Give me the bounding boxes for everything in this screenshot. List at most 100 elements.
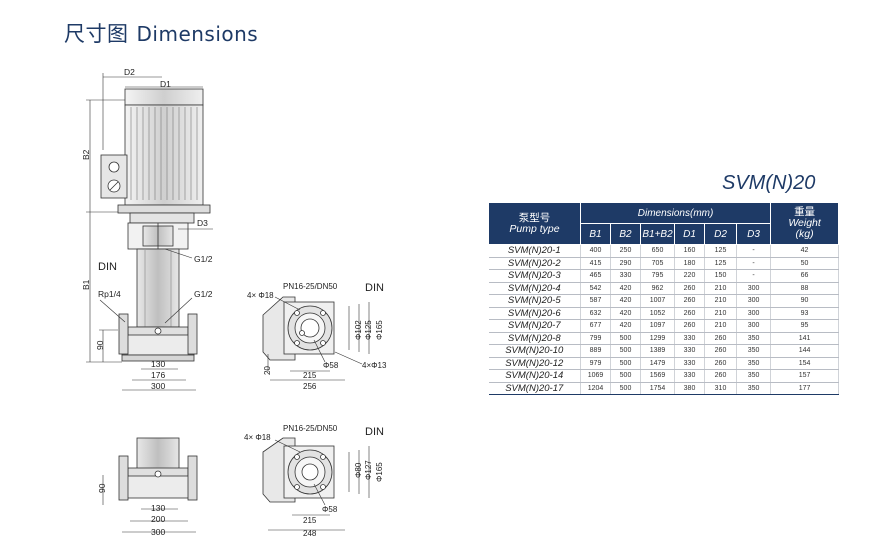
cell-b1-b2: 1007	[640, 294, 675, 308]
cell-model: SVM(N)20-14	[488, 369, 581, 383]
cell-weight: 88	[770, 282, 840, 295]
cell-b1-b2: 1754	[640, 382, 675, 395]
label-phi58-b: Φ58	[322, 505, 338, 514]
cell-b1: 587	[580, 294, 611, 308]
cell-d1: 160	[674, 244, 705, 258]
cell-b1: 1069	[580, 369, 611, 383]
label-dim-215-a: 215	[303, 371, 317, 380]
cell-b2: 420	[610, 294, 641, 308]
header-d3: D3	[735, 223, 772, 245]
cell-b1: 677	[580, 319, 611, 333]
cell-b1-b2: 705	[640, 257, 675, 270]
label-dim-130-b: 130	[151, 503, 165, 513]
label-d3: D3	[197, 218, 208, 228]
cell-d3: 350	[736, 332, 772, 345]
label-phi125: Φ125	[364, 320, 373, 340]
label-d1: D1	[160, 79, 171, 89]
cell-d1: 220	[674, 269, 705, 283]
header-pump-type-en: Pump type	[509, 222, 560, 235]
cell-d3: 350	[736, 382, 772, 395]
header-d1: D1	[674, 223, 705, 245]
label-dim-300-a: 300	[151, 381, 165, 391]
dimension-drawings: D2 D1 B2 B1 D3 G1/2 G1/2 DIN Rp1/4 90 13…	[81, 67, 387, 538]
cell-d1: 380	[674, 382, 705, 395]
header-pump-type-cn: 泵型号	[518, 211, 551, 224]
top-view-a-dim-lines	[267, 296, 370, 381]
cell-model: SVM(N)20-1	[488, 244, 581, 258]
cell-model: SVM(N)20-6	[488, 307, 581, 320]
cell-b2: 500	[610, 357, 641, 370]
pump-top-view-b	[262, 437, 335, 503]
cell-b1: 400	[580, 244, 611, 258]
label-dim-200: 200	[151, 514, 165, 524]
cell-b1: 542	[580, 282, 611, 295]
cell-weight: 93	[770, 307, 840, 320]
label-b1: B1	[81, 279, 91, 290]
cell-b2: 330	[610, 269, 641, 283]
cell-b1-b2: 1052	[640, 307, 675, 320]
label-flange-a: 4× Φ18	[247, 291, 274, 300]
cell-d2: 260	[704, 369, 737, 383]
cell-d1: 260	[674, 294, 705, 308]
header-dimensions: Dimensions(mm)	[579, 202, 772, 224]
cell-d3: -	[736, 257, 772, 270]
label-dim-300-b: 300	[151, 527, 165, 537]
label-phi80: Φ80	[354, 462, 363, 478]
label-dim-130-a: 130	[151, 359, 165, 369]
pump-top-view-a	[262, 296, 335, 361]
cell-b2: 420	[610, 319, 641, 333]
cell-d3: 300	[736, 319, 772, 333]
cell-d2: 260	[704, 332, 737, 345]
header-b1-b2: B1+B2	[640, 223, 675, 245]
cell-d3: 300	[736, 307, 772, 320]
cell-d3: 350	[736, 369, 772, 383]
cell-b1: 799	[580, 332, 611, 345]
label-g12-bottom: G1/2	[194, 289, 213, 299]
cell-model: SVM(N)20-10	[488, 344, 581, 358]
label-dim-90-b: 90	[97, 483, 107, 493]
label-flange-b: 4× Φ18	[244, 433, 271, 442]
header-weight: 重量 Weight (kg)	[770, 202, 840, 245]
pump-side-view-b	[118, 437, 198, 501]
cell-b2: 290	[610, 257, 641, 270]
cell-d2: 210	[704, 282, 737, 295]
label-phi165-b: Φ165	[375, 462, 384, 482]
cell-b2: 420	[610, 307, 641, 320]
header-weight-unit: (kg)	[795, 228, 814, 240]
cell-d1: 330	[674, 357, 705, 370]
label-pn-b: PN16-25/DN50	[283, 424, 338, 433]
label-rp14: Rp1/4	[98, 289, 121, 299]
label-dim-176: 176	[151, 370, 165, 380]
cell-d1: 330	[674, 344, 705, 358]
header-weight-cn: 重量	[794, 206, 816, 218]
cell-d2: 210	[704, 294, 737, 308]
cell-b1-b2: 962	[640, 282, 675, 295]
cell-b1: 415	[580, 257, 611, 270]
label-din-b: DIN	[365, 426, 384, 438]
cell-b2: 250	[610, 244, 641, 258]
cell-d2: 210	[704, 319, 737, 333]
cell-d2: 125	[704, 244, 737, 258]
cell-weight: 95	[770, 319, 840, 333]
label-phi102: Φ102	[354, 320, 363, 340]
cell-model: SVM(N)20-3	[488, 269, 581, 283]
cell-d1: 260	[674, 319, 705, 333]
cell-b2: 500	[610, 332, 641, 345]
cell-b1: 632	[580, 307, 611, 320]
cell-b1: 1204	[580, 382, 611, 395]
header-b1: B1	[580, 223, 611, 245]
cell-d1: 260	[674, 282, 705, 295]
cell-b1: 889	[580, 344, 611, 358]
header-b2: B2	[610, 223, 641, 245]
cell-b1-b2: 1569	[640, 369, 675, 383]
cell-b1-b2: 650	[640, 244, 675, 258]
cell-b1-b2: 1299	[640, 332, 675, 345]
label-b2: B2	[81, 149, 91, 160]
cell-model: SVM(N)20-2	[488, 257, 581, 270]
